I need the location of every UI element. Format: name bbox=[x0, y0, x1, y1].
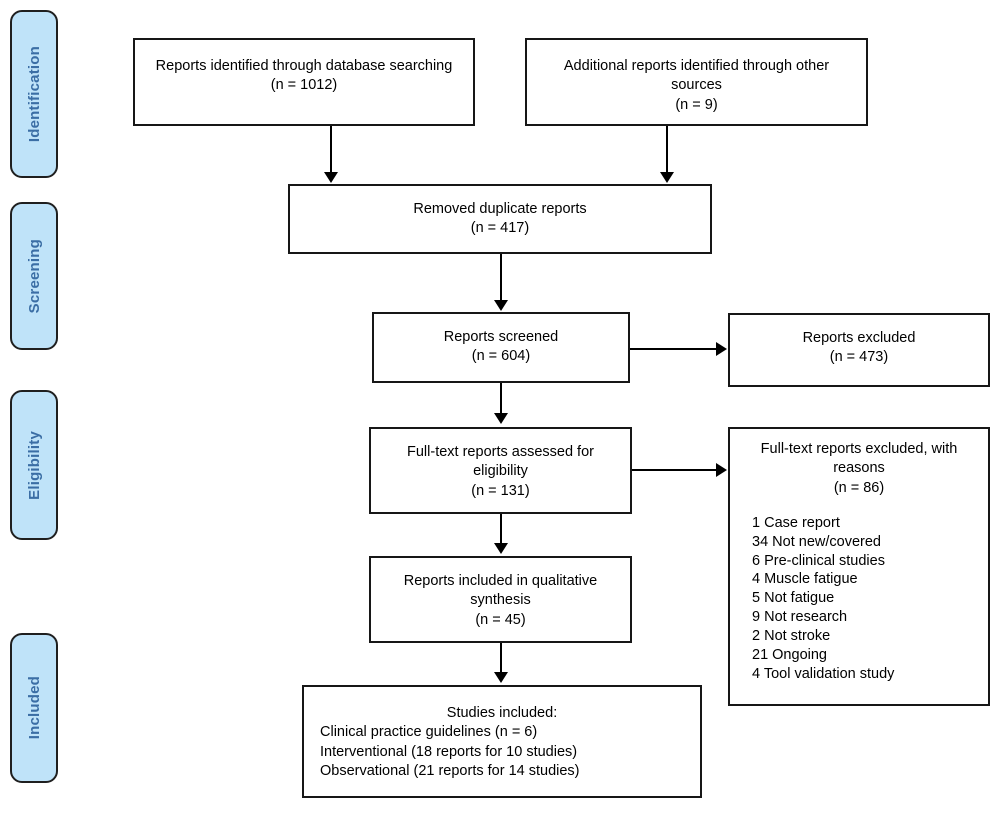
connector-fulltext-to-excluded bbox=[632, 469, 718, 471]
box-screened-line1: Reports screened bbox=[443, 329, 559, 345]
studies-included-observational: Observational (21 reports for 14 studies… bbox=[320, 762, 580, 779]
connector-synthesis-to-studies bbox=[500, 643, 502, 672]
connector-database-to-duplicates bbox=[330, 126, 332, 174]
box-reports-screened: Reports screened (n = 604) bbox=[372, 312, 630, 383]
exclusion-reason-item: 2 Not stroke bbox=[752, 627, 831, 644]
arrow-fulltext-to-excluded bbox=[716, 463, 727, 477]
box-other-sources-line2: sources bbox=[671, 77, 722, 94]
box-fulltext-assessed-line1: Full-text reports assessed for bbox=[407, 444, 594, 460]
box-fulltext-assessed-count: (n = 131) bbox=[471, 482, 530, 499]
box-synthesis-line2: synthesis bbox=[470, 592, 531, 609]
arrow-other-sources-to-duplicates bbox=[660, 172, 674, 183]
connector-screened-to-fulltext bbox=[500, 383, 502, 413]
box-other-sources-line1: Additional reports identified through ot… bbox=[563, 58, 830, 74]
box-reports-excluded-count: (n = 473) bbox=[829, 349, 889, 366]
stage-tab-included-label: Included bbox=[25, 676, 43, 740]
box-screened-count: (n = 604) bbox=[471, 348, 531, 365]
stage-tab-included: Included bbox=[10, 633, 58, 783]
exclusion-reason-item: 1 Case report bbox=[752, 514, 840, 531]
box-reports-excluded-line1: Reports excluded bbox=[802, 330, 916, 346]
studies-included-guidelines: Clinical practice guidelines (n = 6) bbox=[320, 724, 538, 741]
arrow-duplicates-to-screened bbox=[494, 300, 508, 311]
connector-screened-to-excluded bbox=[630, 348, 718, 350]
stage-tab-eligibility: Eligibility bbox=[10, 390, 58, 540]
box-fulltext-assessed: Full-text reports assessed for eligibili… bbox=[369, 427, 632, 514]
box-synthesis-line1: Reports included in qualitative bbox=[403, 573, 598, 589]
exclusion-reason-item: 4 Muscle fatigue bbox=[752, 571, 858, 588]
box-fulltext-assessed-line2: eligibility bbox=[473, 463, 528, 480]
arrow-database-to-duplicates bbox=[324, 172, 338, 183]
exclusion-reason-item: 9 Not research bbox=[752, 609, 848, 626]
box-other-sources-count: (n = 9) bbox=[675, 96, 718, 113]
exclusion-reason-item: 34 Not new/covered bbox=[752, 533, 881, 550]
stage-tab-screening: Screening bbox=[10, 202, 58, 350]
box-studies-included-title: Studies included: bbox=[446, 705, 558, 721]
stage-tab-identification: Identification bbox=[10, 10, 58, 178]
studies-included-interventional: Interventional (18 reports for 10 studie… bbox=[320, 743, 578, 760]
arrow-screened-to-fulltext bbox=[494, 413, 508, 424]
box-synthesis-count: (n = 45) bbox=[475, 611, 526, 628]
box-reports-identified-database: Reports identified through database sear… bbox=[133, 38, 475, 126]
studies-included-breakdown: Clinical practice guidelines (n = 6) Int… bbox=[304, 723, 580, 781]
exclusion-reason-item: 6 Pre-clinical studies bbox=[752, 552, 885, 569]
stage-tab-eligibility-label: Eligibility bbox=[25, 430, 43, 500]
arrow-screened-to-excluded bbox=[716, 342, 727, 356]
box-studies-included: Studies included: Clinical practice guid… bbox=[302, 685, 702, 798]
exclusion-reason-item: 4 Tool validation study bbox=[752, 665, 895, 682]
stage-tab-screening-label: Screening bbox=[25, 238, 43, 314]
box-duplicates-removed: Removed duplicate reports (n = 417) bbox=[288, 184, 712, 254]
exclusion-reason-item: 5 Not fatigue bbox=[752, 590, 835, 607]
box-fulltext-excluded-with-reasons: Full-text reports excluded, with reasons… bbox=[728, 427, 990, 706]
box-duplicates-count: (n = 417) bbox=[470, 220, 530, 237]
box-reports-identified-other-sources: Additional reports identified through ot… bbox=[525, 38, 868, 126]
exclusion-reasons-list: 1 Case report 34 Not new/covered 6 Pre-c… bbox=[730, 514, 894, 684]
connector-duplicates-to-screened bbox=[500, 254, 502, 302]
exclusion-reason-item: 21 Ongoing bbox=[752, 646, 827, 663]
box-qualitative-synthesis: Reports included in qualitative synthesi… bbox=[369, 556, 632, 643]
box-fulltext-excluded-line1: Full-text reports excluded, with bbox=[760, 441, 958, 457]
connector-other-sources-to-duplicates bbox=[666, 126, 668, 174]
arrow-fulltext-to-synthesis bbox=[494, 543, 508, 554]
box-fulltext-excluded-line2: reasons bbox=[833, 460, 885, 477]
connector-fulltext-to-synthesis bbox=[500, 514, 502, 543]
box-database-count: (n = 1012) bbox=[270, 77, 338, 94]
box-database-line1: Reports identified through database sear… bbox=[155, 58, 453, 74]
box-fulltext-excluded-count: (n = 86) bbox=[833, 479, 885, 496]
box-duplicates-line1: Removed duplicate reports bbox=[413, 201, 587, 217]
stage-tab-identification-label: Identification bbox=[25, 45, 43, 143]
box-reports-excluded: Reports excluded (n = 473) bbox=[728, 313, 990, 387]
arrow-synthesis-to-studies bbox=[494, 672, 508, 683]
